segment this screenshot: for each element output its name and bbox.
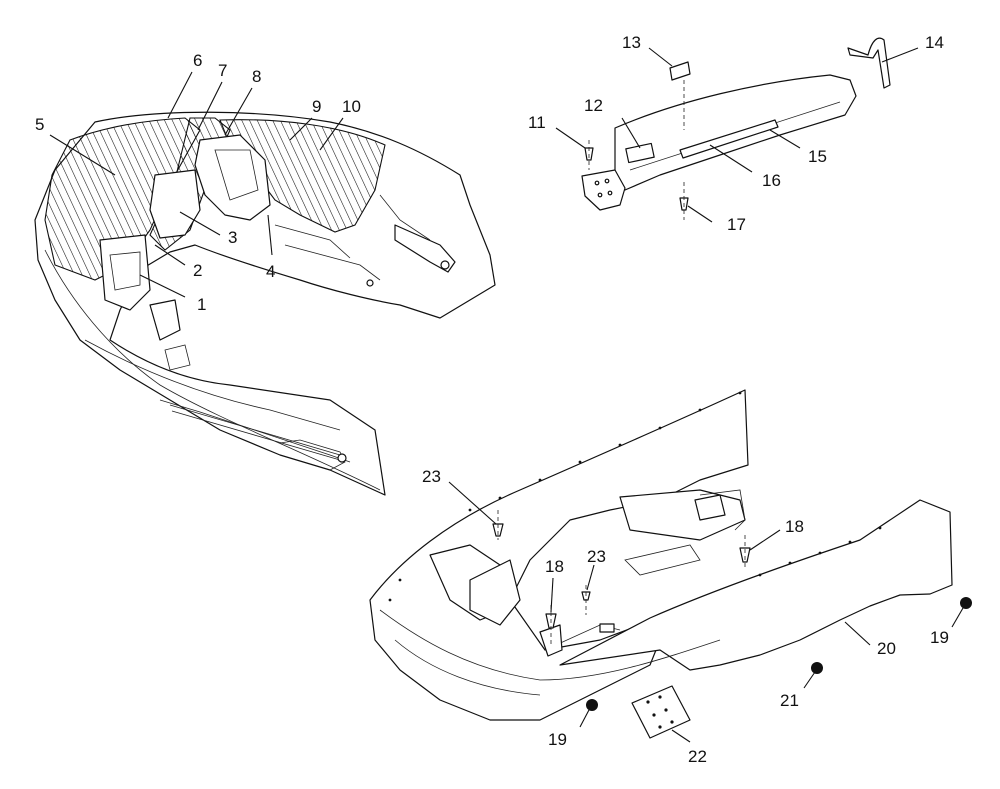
mount-plate — [581, 169, 626, 211]
plug-21 — [811, 662, 823, 674]
windshield-right-panel — [219, 119, 386, 233]
callout-7: 7 — [218, 61, 227, 80]
headlight-housing — [99, 234, 151, 311]
callout-17: 17 — [727, 215, 746, 234]
plug-19b — [960, 597, 972, 609]
callout-4: 4 — [266, 262, 275, 281]
callout-22: 22 — [688, 747, 707, 766]
fastener-18b — [739, 547, 751, 563]
callout-19-right: 19 — [930, 628, 949, 647]
callout-18-left: 18 — [545, 557, 564, 576]
callout-23-left: 23 — [422, 467, 441, 486]
rod-14 — [847, 37, 891, 89]
callout-21: 21 — [780, 691, 799, 710]
leader-lines — [49, 47, 964, 743]
callout-16: 16 — [762, 171, 781, 190]
callout-9: 9 — [312, 97, 321, 116]
belly-pan-right — [559, 499, 953, 671]
callout-6: 6 — [193, 51, 202, 70]
plate-22 — [631, 685, 691, 739]
callout-1: 1 — [197, 295, 206, 314]
belly-pan-assembly — [369, 389, 972, 739]
callout-13: 13 — [622, 33, 641, 52]
plug-19a — [586, 699, 598, 711]
fastener-23a — [492, 523, 504, 537]
callout-15: 15 — [808, 147, 827, 166]
callout-2: 2 — [193, 261, 202, 280]
callout-20: 20 — [877, 639, 896, 658]
callout-23-right: 23 — [587, 547, 606, 566]
callout-19-left: 19 — [548, 730, 567, 749]
hood-assembly — [34, 111, 496, 496]
callout-11: 11 — [528, 113, 546, 132]
callout-18-right: 18 — [785, 517, 804, 536]
callout-5: 5 — [35, 115, 44, 134]
nose-pan-shell — [369, 389, 749, 721]
callout-12: 12 — [584, 96, 603, 115]
callout-10: 10 — [342, 97, 361, 116]
insulation-strip — [679, 119, 779, 159]
callout-labels: 1 2 3 4 5 6 7 8 9 10 11 12 13 14 15 16 1… — [35, 33, 949, 766]
callout-14: 14 — [925, 33, 944, 52]
heat-shield-assembly — [581, 37, 891, 220]
windshield-left-panel — [44, 117, 201, 281]
callout-3: 3 — [228, 228, 237, 247]
clip-13 — [669, 61, 691, 81]
callout-8: 8 — [252, 67, 261, 86]
hood-handle — [394, 224, 456, 273]
instrument-pod — [149, 169, 201, 239]
